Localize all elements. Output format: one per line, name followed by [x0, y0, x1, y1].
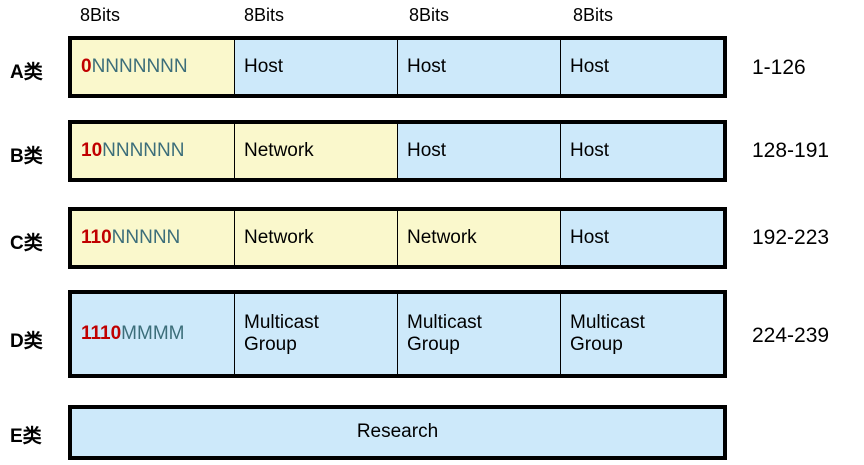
row-a-cell-3-label: Host: [407, 55, 447, 77]
range-label-c: 192-223: [752, 226, 830, 249]
row-b-cell-4: Host: [561, 124, 723, 178]
row-a-cell-1-prefix: 0NNNNNNN: [72, 40, 235, 94]
row-c-cell-2: Network: [235, 211, 398, 265]
row-a-prefix-bits: 0NNNNNNN: [81, 56, 188, 78]
row-a-cell-4: Host: [561, 40, 723, 94]
row-c-cell-2-label: Network: [244, 226, 314, 248]
column-header-octet-3: 8Bits: [409, 5, 450, 25]
row-d-cell-3-label: Multicast Group: [407, 311, 482, 355]
row-a-fixed-bits: 0: [81, 55, 92, 77]
row-a-variable-bits: NNNNNNN: [91, 55, 188, 77]
row-b-prefix-bits: 10NNNNNN: [81, 140, 184, 162]
row-b-cell-3-label: Host: [407, 139, 447, 161]
row-c-cell-3-label: Network: [407, 226, 477, 248]
range-label-b: 128-191: [752, 139, 830, 162]
row-b-cell-2: Network: [235, 124, 398, 178]
row-a-cell-3: Host: [398, 40, 561, 94]
class-row-e: Research: [68, 405, 727, 460]
row-d-cell-4-label: Multicast Group: [570, 311, 645, 355]
row-d-cell-4: Multicast Group: [561, 294, 723, 374]
class-row-a: 0NNNNNNN Host Host Host: [68, 36, 727, 98]
row-b-cell-4-label: Host: [570, 139, 610, 161]
column-header-octet-2: 8Bits: [244, 5, 285, 25]
class-label-c: C类: [10, 233, 43, 254]
row-d-fixed-bits: 1110: [81, 322, 122, 344]
column-header-octet-4: 8Bits: [573, 5, 614, 25]
range-label-d: 224-239: [752, 324, 830, 347]
column-header-row: 8Bits 8Bits 8Bits 8Bits: [68, 2, 727, 28]
row-d-prefix-bits: 1110MMMM: [81, 323, 184, 345]
row-d-cell-1-prefix: 1110MMMM: [72, 294, 235, 374]
class-label-a: A类: [10, 62, 43, 83]
row-e-cell-research: Research: [72, 409, 723, 456]
row-b-fixed-bits: 10: [81, 139, 103, 161]
row-d-cell-2: Multicast Group: [235, 294, 398, 374]
row-a-cell-4-label: Host: [570, 55, 610, 77]
column-header-octet-1: 8Bits: [80, 5, 121, 25]
row-d-cell-3: Multicast Group: [398, 294, 561, 374]
row-e-cell-label: Research: [356, 421, 439, 443]
row-c-cell-3: Network: [398, 211, 561, 265]
class-label-b: B类: [10, 146, 43, 167]
row-b-cell-1-prefix: 10NNNNNN: [72, 124, 235, 178]
class-row-c: 110NNNNN Network Network Host: [68, 207, 727, 269]
row-b-variable-bits: NNNNNN: [102, 139, 185, 161]
row-d-cell-2-label: Multicast Group: [244, 311, 319, 355]
range-label-a: 1-126: [752, 56, 806, 79]
row-c-cell-4: Host: [561, 211, 723, 265]
row-a-cell-2-label: Host: [244, 55, 284, 77]
row-a-cell-2: Host: [235, 40, 398, 94]
row-c-cell-1-prefix: 110NNNNN: [72, 211, 235, 265]
row-c-fixed-bits: 110: [81, 226, 112, 248]
row-b-cell-3: Host: [398, 124, 561, 178]
class-row-b: 10NNNNNN Network Host Host: [68, 120, 727, 182]
class-label-d: D类: [10, 331, 43, 352]
row-c-variable-bits: NNNNN: [111, 226, 181, 248]
class-label-e: E类: [10, 426, 42, 447]
row-c-prefix-bits: 110NNNNN: [81, 227, 180, 249]
row-d-variable-bits: MMMM: [121, 322, 185, 344]
row-c-cell-4-label: Host: [570, 226, 610, 248]
class-row-d: 1110MMMM Multicast Group Multicast Group…: [68, 290, 727, 378]
row-b-cell-2-label: Network: [244, 139, 314, 161]
